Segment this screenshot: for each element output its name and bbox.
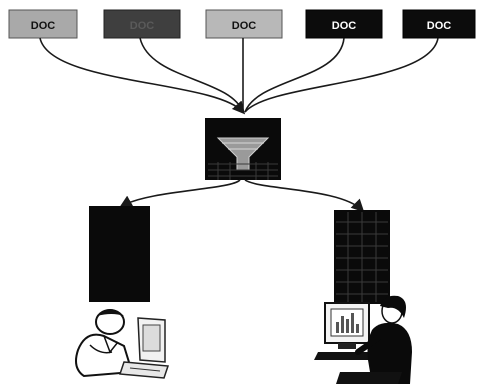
doc-box-1-frame [8, 9, 78, 39]
doc-box-3-frame [205, 9, 283, 39]
connector-doc-2 [139, 37, 244, 113]
doc-box-1-label: DOC [31, 20, 56, 32]
doc-row: DOC DOC DOC DOC DOC [8, 9, 476, 39]
doc-box-3-label: DOC [232, 20, 257, 32]
doc-box-2-frame [103, 9, 181, 39]
connector-right-server [244, 179, 365, 213]
person-at-computer-icon [314, 295, 412, 384]
doc-connectors [39, 37, 439, 115]
connector-doc-5 [244, 37, 439, 113]
left-server [89, 206, 150, 302]
doc-box-1: DOC [8, 9, 78, 39]
filter-device-grid [208, 162, 278, 180]
connector-doc-4 [244, 37, 345, 113]
doc-box-2: DOC [103, 9, 181, 39]
doc-box-4: DOC [305, 9, 383, 39]
doc-box-2-label: DOC [130, 20, 155, 32]
doc-box-3: DOC [205, 9, 283, 39]
doc-box-4-label: DOC [332, 20, 357, 32]
filter-device [205, 118, 281, 180]
doc-box-5-frame [402, 9, 476, 39]
connector-left-server [119, 179, 241, 208]
right-server [334, 210, 390, 304]
right-server-grid [336, 212, 388, 302]
server-tower-icon [89, 206, 150, 302]
connector-doc-1 [39, 37, 246, 115]
doc-box-4-frame [305, 9, 383, 39]
person-at-computer-icon [75, 309, 170, 379]
doc-box-5: DOC [402, 9, 476, 39]
doc-box-5-label: DOC [427, 20, 452, 32]
output-connectors [119, 179, 365, 213]
monitor-bar-chart [336, 313, 359, 333]
